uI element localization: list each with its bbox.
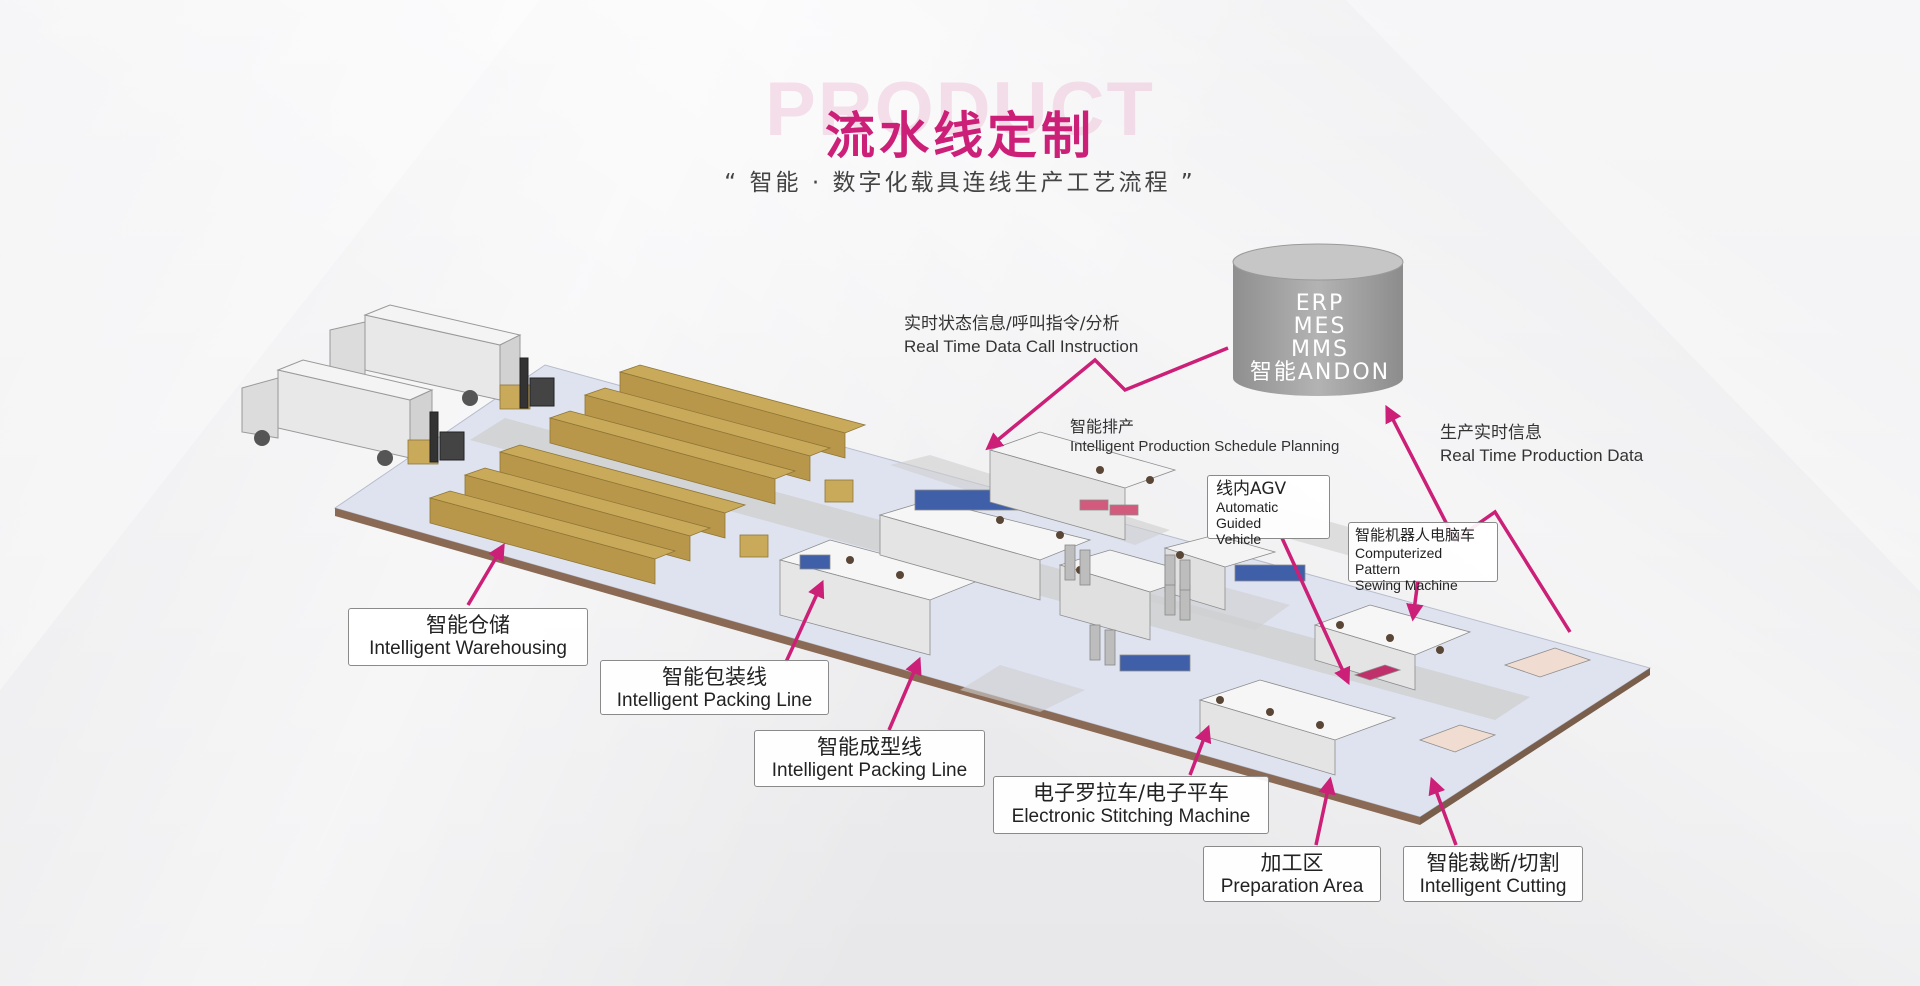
label-agv-en1: Automatic Guided	[1216, 499, 1279, 531]
label-cutting-en: Intelligent Cutting	[1419, 876, 1567, 897]
label-pattern-cn: 智能机器人电脑车	[1355, 526, 1476, 544]
label-pattern-en2: Sewing Machine	[1355, 577, 1458, 593]
flow-production-data-en: Real Time Production Data	[1440, 446, 1644, 465]
label-agv: 线内AGV Automatic Guided Vehicle	[1207, 475, 1330, 547]
flow-arrows	[466, 346, 1572, 846]
flow-production-data-cn: 生产实时信息	[1440, 423, 1542, 443]
label-warehousing-cn: 智能仓储	[426, 613, 510, 637]
flow-realtime-call-cn: 实时状态信息/呼叫指令/分析	[904, 314, 1120, 334]
forklifts	[429, 357, 555, 463]
label-stitching-cn: 电子罗拉车/电子平车	[1032, 781, 1230, 805]
db-line-erp: ERP	[1295, 291, 1345, 316]
flow-schedule: 智能排产 Intelligent Production Schedule Pla…	[1070, 416, 1339, 456]
label-forming-cn: 智能成型线	[817, 735, 922, 759]
database-cylinder	[1232, 243, 1404, 396]
label-pattern: 智能机器人电脑车 Computerized Pattern Sewing Mac…	[1348, 522, 1498, 593]
flow-schedule-cn: 智能排产	[1070, 417, 1135, 436]
label-packing-en: Intelligent Packing Line	[616, 690, 813, 711]
watermark-text: PRODUCT	[765, 67, 1155, 152]
db-line-andon: 智能ANDON	[1249, 360, 1391, 385]
flow-production-data: 生产实时信息 Real Time Production Data	[1440, 422, 1643, 468]
flow-realtime-call-en: Real Time Data Call Instruction	[904, 337, 1139, 356]
label-forming-en: Intelligent Packing Line	[771, 760, 968, 781]
label-warehousing-en: Intelligent Warehousing	[369, 638, 567, 659]
label-stitching-en: Electronic Stitching Machine	[1011, 806, 1251, 827]
label-preparation: 加工区 Preparation Area	[1203, 846, 1381, 902]
db-line-mes: MES	[1293, 314, 1347, 339]
label-packing-cn: 智能包装线	[662, 665, 767, 689]
label-warehousing: 智能仓储 Intelligent Warehousing	[348, 608, 588, 666]
page-subtitle: “ 智能 · 数字化载具连线生产工艺流程 ”	[724, 170, 1196, 196]
label-stitching: 电子罗拉车/电子平车 Electronic Stitching Machine	[993, 776, 1269, 834]
db-line-mms: MMS	[1291, 337, 1349, 362]
label-agv-cn: 线内AGV	[1216, 479, 1287, 499]
label-cutting-cn: 智能裁断/切割	[1426, 851, 1560, 875]
label-agv-en2: Vehicle	[1216, 531, 1262, 547]
label-preparation-en: Preparation Area	[1220, 876, 1364, 897]
page-title: 流水线定制	[825, 107, 1095, 165]
flow-schedule-en: Intelligent Production Schedule Planning	[1070, 438, 1340, 455]
label-forming: 智能成型线 Intelligent Packing Line	[754, 730, 985, 787]
label-cutting: 智能裁断/切割 Intelligent Cutting	[1403, 846, 1583, 902]
label-packing: 智能包装线 Intelligent Packing Line	[600, 660, 829, 715]
flow-realtime-call: 实时状态信息/呼叫指令/分析 Real Time Data Call Instr…	[904, 313, 1138, 359]
database-label: ERP MES MMS 智能ANDON	[1235, 292, 1405, 384]
warehouse-boxes	[407, 364, 867, 585]
label-pattern-en1: Computerized Pattern	[1355, 545, 1443, 577]
production-machines	[778, 431, 1592, 776]
label-preparation-cn: 加工区	[1260, 851, 1324, 875]
